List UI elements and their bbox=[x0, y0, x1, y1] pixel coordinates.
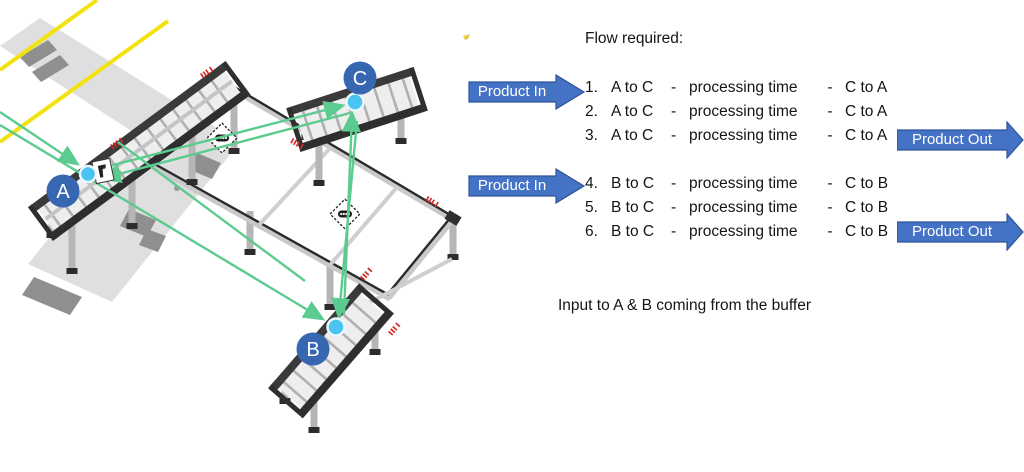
flow-line-c-to-a bbox=[99, 111, 351, 183]
separator: - bbox=[827, 175, 833, 192]
separator: - bbox=[671, 127, 677, 144]
flow-route-in: B to C bbox=[611, 223, 655, 240]
flow-list-a: 1. A to C - processing time - C to A 2. … bbox=[585, 76, 909, 148]
product-out-arrow: Product Out bbox=[897, 213, 1024, 251]
separator: - bbox=[827, 103, 833, 120]
flow-row: 2. A to C - processing time - C to A bbox=[585, 100, 909, 124]
separator: - bbox=[827, 223, 833, 240]
flow-row: 5. B to C - processing time - C to B bbox=[585, 196, 909, 220]
separator: - bbox=[671, 79, 677, 96]
flow-row: 4. B to C - processing time - C to B bbox=[585, 172, 909, 196]
flow-route-in: B to C bbox=[611, 175, 655, 192]
svg-text:A: A bbox=[56, 181, 70, 203]
flow-title: Flow required: bbox=[585, 30, 684, 47]
flow-route-in: A to C bbox=[611, 127, 654, 144]
flow-line-buffer-to-a bbox=[0, 111, 80, 166]
processing-step: processing time bbox=[689, 223, 798, 240]
yellow-speck bbox=[463, 34, 470, 40]
processing-step: processing time bbox=[689, 127, 798, 144]
node-dot-a bbox=[78, 164, 98, 184]
station-label-b: B bbox=[296, 332, 330, 366]
flow-line-cross bbox=[117, 141, 306, 282]
product-in-label: Product In bbox=[477, 177, 547, 194]
flow-route-in: A to C bbox=[611, 103, 654, 120]
flow-route-in: A to C bbox=[611, 79, 654, 96]
flow-route-out: C to A bbox=[845, 127, 888, 144]
separator: - bbox=[671, 175, 677, 192]
flow-route-out: C to A bbox=[845, 79, 888, 96]
buffer-note: Input to A & B coming from the buffer bbox=[558, 297, 812, 314]
station-label-c: C bbox=[343, 61, 377, 95]
arrow-shape bbox=[897, 213, 1024, 251]
node-dot-b bbox=[326, 317, 346, 337]
flow-row-number: 1. bbox=[585, 79, 598, 96]
separator: - bbox=[827, 199, 833, 216]
flow-route-out: C to B bbox=[845, 199, 889, 216]
flow-route-in: B to C bbox=[611, 199, 655, 216]
flow-row-number: 4. bbox=[585, 175, 598, 192]
factory-scene: A C B bbox=[0, 0, 470, 433]
flow-row: 6. B to C - processing time - C to B bbox=[585, 220, 909, 244]
flow-lines bbox=[0, 100, 361, 321]
product-out-label: Product Out bbox=[911, 223, 993, 240]
node-dot-c bbox=[345, 92, 365, 112]
road-lines bbox=[0, 0, 170, 144]
flow-line-buffer-to-b bbox=[0, 123, 326, 321]
product-out-label: Product Out bbox=[911, 131, 993, 148]
separator: - bbox=[827, 79, 833, 96]
separator: - bbox=[671, 223, 677, 240]
separator: - bbox=[671, 199, 677, 216]
conveyor-sign bbox=[329, 198, 361, 230]
separator: - bbox=[671, 103, 677, 120]
flow-row-number: 3. bbox=[585, 127, 598, 144]
processing-step: processing time bbox=[689, 199, 798, 216]
arrow-shape bbox=[468, 168, 586, 204]
flow-row: 3. A to C - processing time - C to A bbox=[585, 124, 909, 148]
flow-line-c-to-b bbox=[330, 120, 359, 320]
flow-route-out: C to B bbox=[845, 175, 889, 192]
product-in-arrow: Product In bbox=[468, 74, 586, 110]
flow-line-a-to-c bbox=[93, 100, 346, 172]
flow-row-number: 6. bbox=[585, 223, 598, 240]
arrow-shape bbox=[897, 121, 1024, 159]
processing-step: processing time bbox=[689, 175, 798, 192]
product-in-label: Product In bbox=[477, 83, 547, 100]
product-in-arrow: Product In bbox=[468, 168, 586, 204]
flow-list-b: 4. B to C - processing time - C to B 5. … bbox=[585, 172, 909, 244]
processing-step: processing time bbox=[689, 103, 798, 120]
flow-row: 1. A to C - processing time - C to A bbox=[585, 76, 909, 100]
product-out-arrow: Product Out bbox=[897, 121, 1024, 159]
processing-step: processing time bbox=[689, 79, 798, 96]
flow-row-number: 5. bbox=[585, 199, 598, 216]
separator: - bbox=[827, 127, 833, 144]
arrow-shape bbox=[468, 74, 586, 110]
frame-legs bbox=[244, 211, 459, 310]
flow-row-number: 2. bbox=[585, 103, 598, 120]
flow-route-out: C to B bbox=[845, 223, 889, 240]
svg-text:B: B bbox=[306, 339, 319, 361]
flow-route-out: C to A bbox=[845, 103, 888, 120]
station-label-a: A bbox=[46, 174, 80, 208]
svg-text:C: C bbox=[353, 68, 367, 90]
